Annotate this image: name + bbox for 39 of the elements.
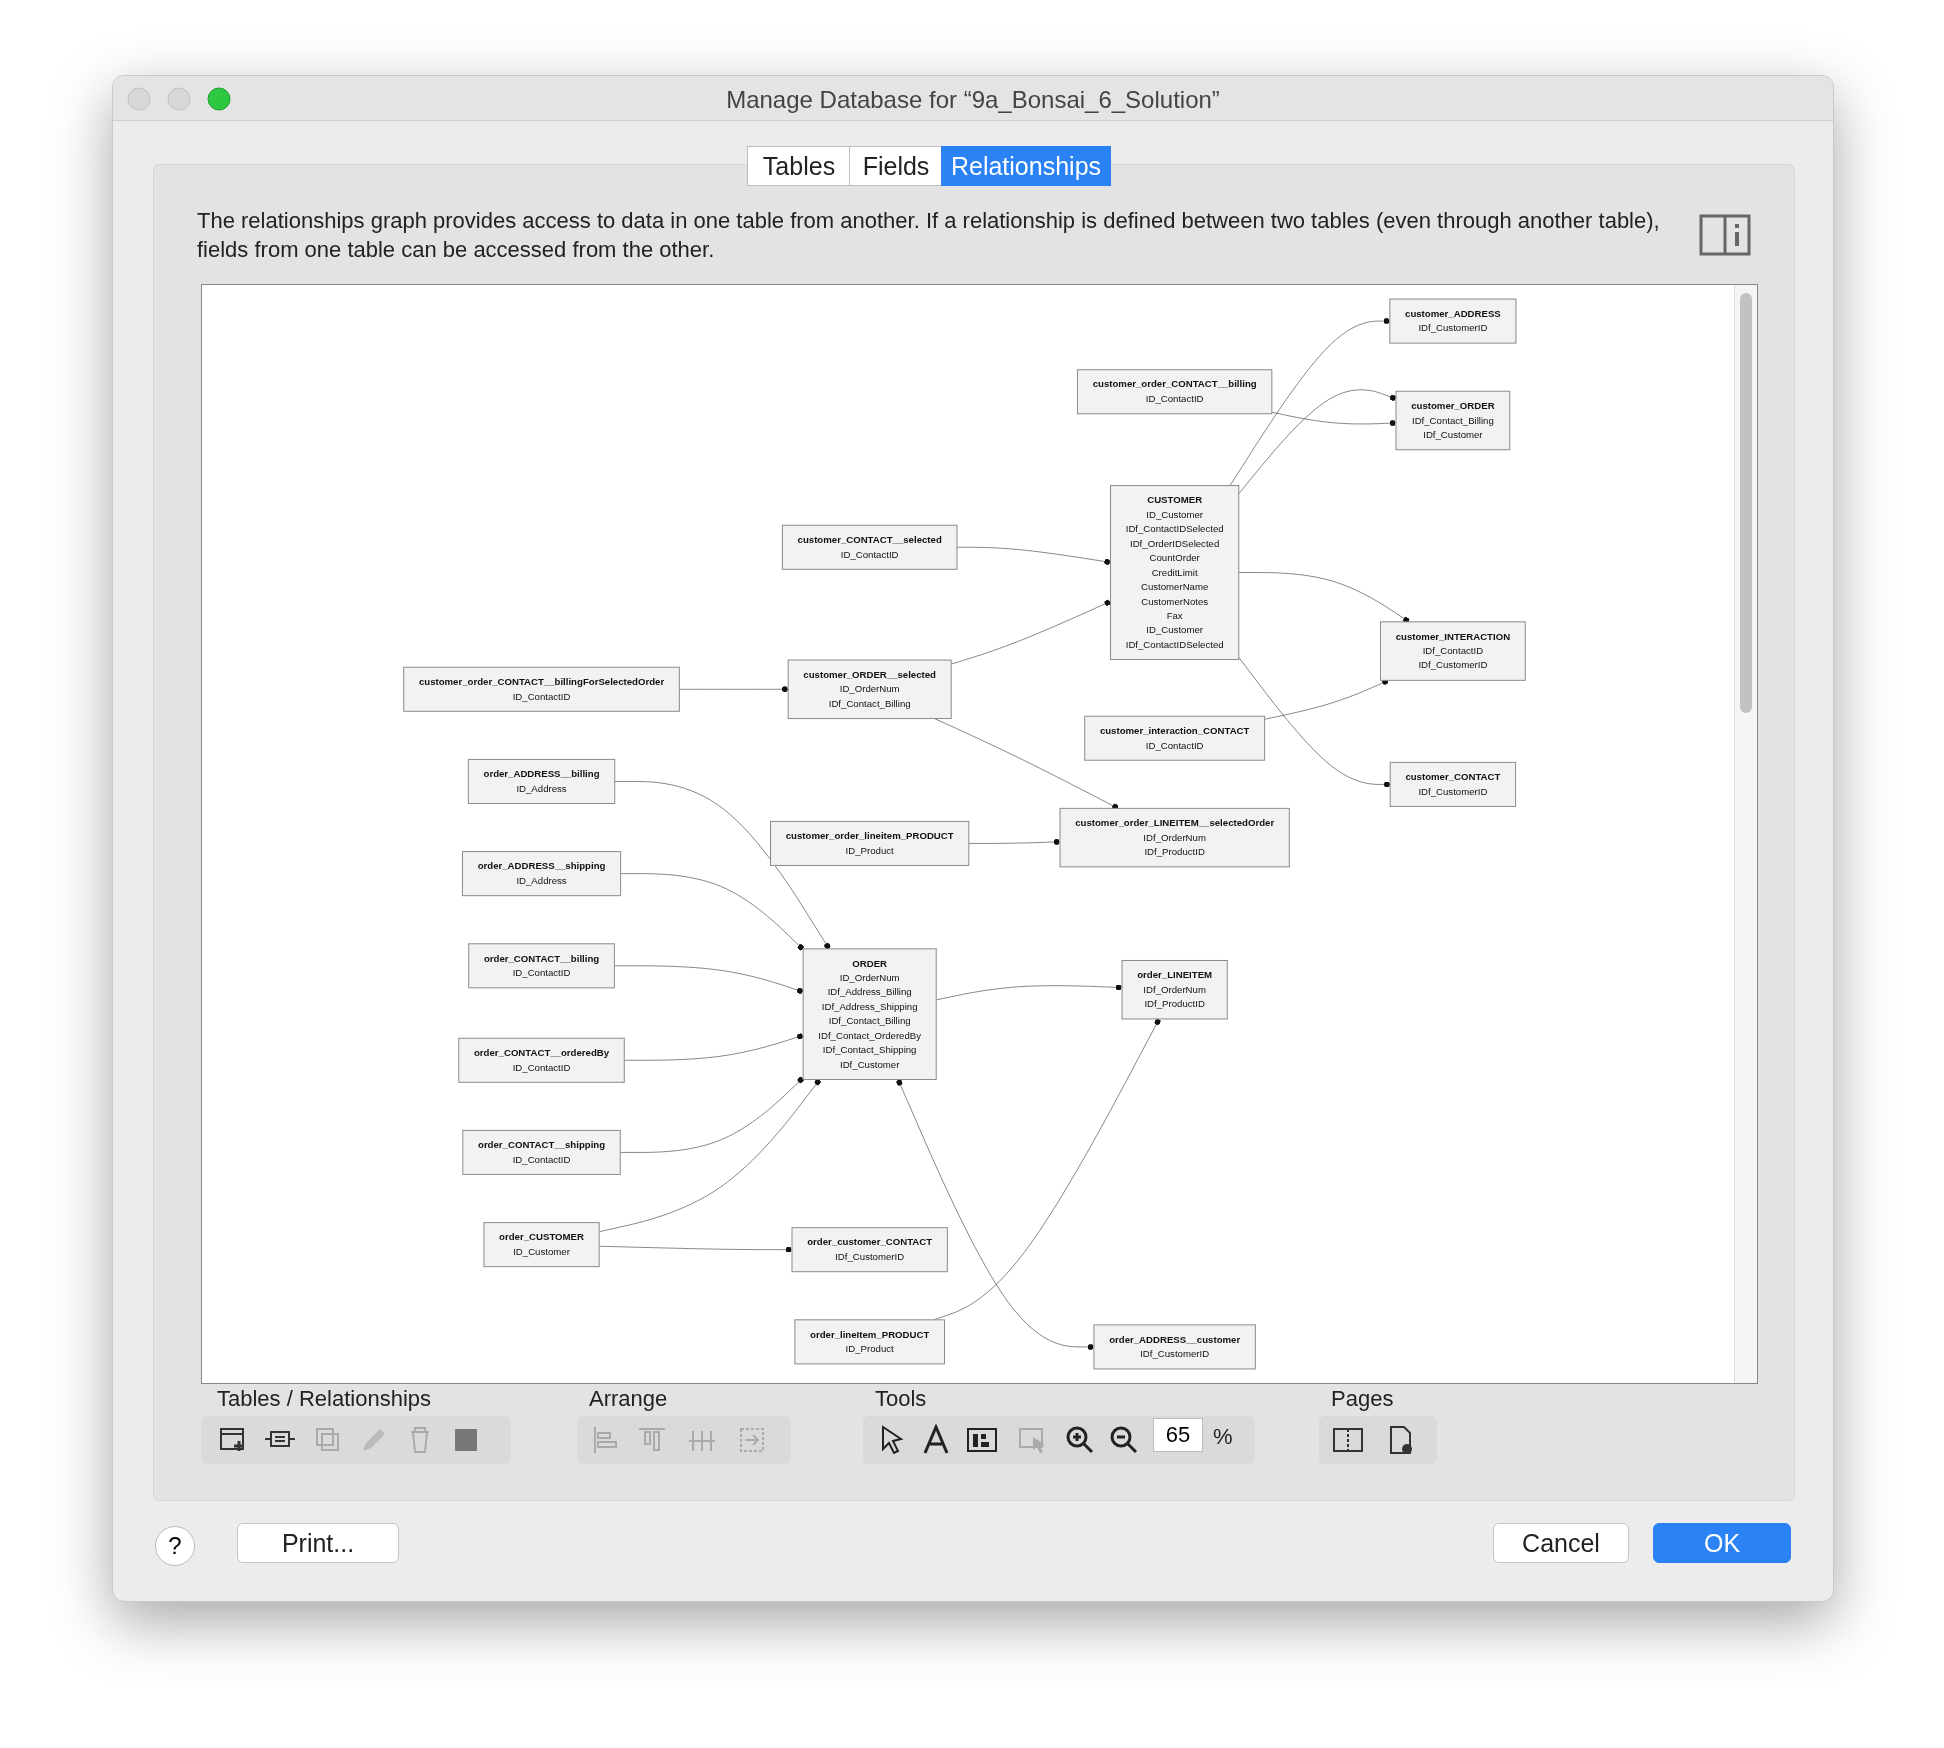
node-box — [802, 948, 937, 1080]
node-box — [770, 820, 970, 866]
node-box — [794, 1319, 945, 1365]
node-box — [1395, 390, 1511, 451]
node-box — [781, 524, 958, 570]
node-box — [467, 758, 616, 804]
tab: Relationships — [941, 146, 1111, 186]
percent-sign: % — [1213, 1424, 1233, 1450]
node-box — [791, 1227, 948, 1273]
group-heading: Tables / Relationships — [217, 1386, 431, 1412]
node-box — [1379, 621, 1526, 681]
description-text: The relationships graph provides access to data in one table from another. If a relationship is defined between two tables (even through another table), fields from one table can be accessed from the other. — [197, 207, 1661, 264]
node-box — [1121, 960, 1228, 1020]
node-box — [458, 1037, 625, 1083]
group-heading: Tools — [875, 1386, 927, 1412]
node-box — [1110, 485, 1240, 661]
relationship-graph: CUSTOMER ID_Customer IDf_ContactIDSelected IDf_OrderIDSelected CountOrder CreditLimit CustomerName CustomerNotes Fax ID_Customer IDf_ContactIDSelected customer_ADDRESS IDf_CustomerID customer_ORDER IDf_Contact_Billing IDf_Customer customer_order_CONTACT__billing ID_ContactID customer_INTERACTION IDf_ContactID IDf_CustomerID customer_interaction_CONTACT ID_ContactID customer_CONTACT IDf_CustomerID customer_CONTACT__selected ID_ContactID customer_ORDER__selected ID_OrderNum IDf_Contact_Billing customer_order_LINEITEM__selectedOrder IDf_OrderNum IDf_ProductID customer_order_lineitem_PRODUCT ID_Product customer_order_CONTACT__billingForSelectedOrder ID_ContactID order_LINEITEM IDf_OrderNum IDf_ProductID ORDER ID_OrderNum IDf_Address_Billing IDf_Address_Shipping IDf_Contact_Billing IDf_Contact_OrderedBy IDf_Contact_Shipping IDf_Customer order_ADDRESS__billing ID_Address order_ADDRESS__shipping ID_Address order_CONTACT__billing ID_ContactID order_CONTACT__orderedBy ID_ContactID order_CONTACT__shipping ID_ContactID order_ADDRESS__customer IDf_CustomerID order_CUSTOMER ID_Customer order_customer_CONTACT IDf_CustomerID order_lineItem_PRODUCT ID_Product — [212, 295, 1717, 1373]
zoom-percent-field: 65 — [1153, 1418, 1203, 1452]
group-heading: Arrange — [589, 1386, 668, 1412]
node-box — [1076, 369, 1273, 415]
node-box — [461, 851, 622, 897]
node-box — [1389, 761, 1517, 807]
tab: Tables — [747, 146, 851, 186]
group-heading: Pages — [1331, 1386, 1394, 1412]
node-box — [1093, 1324, 1256, 1370]
node-box — [468, 943, 615, 989]
node-box — [787, 659, 952, 720]
window-title: Manage Database for “9a_Bonsai_6_Solution” — [726, 86, 1220, 113]
node-box — [1389, 298, 1517, 344]
ok-button: OK — [1653, 1523, 1791, 1563]
node-box — [1059, 807, 1290, 868]
node-box — [403, 666, 680, 712]
help-button: ? — [155, 1526, 195, 1566]
cancel-button: Cancel — [1493, 1523, 1629, 1563]
node-box — [462, 1129, 621, 1175]
node-box — [1084, 715, 1266, 761]
print-button: Print... — [237, 1523, 399, 1563]
node-box — [483, 1222, 600, 1268]
tab: Fields — [849, 146, 943, 186]
